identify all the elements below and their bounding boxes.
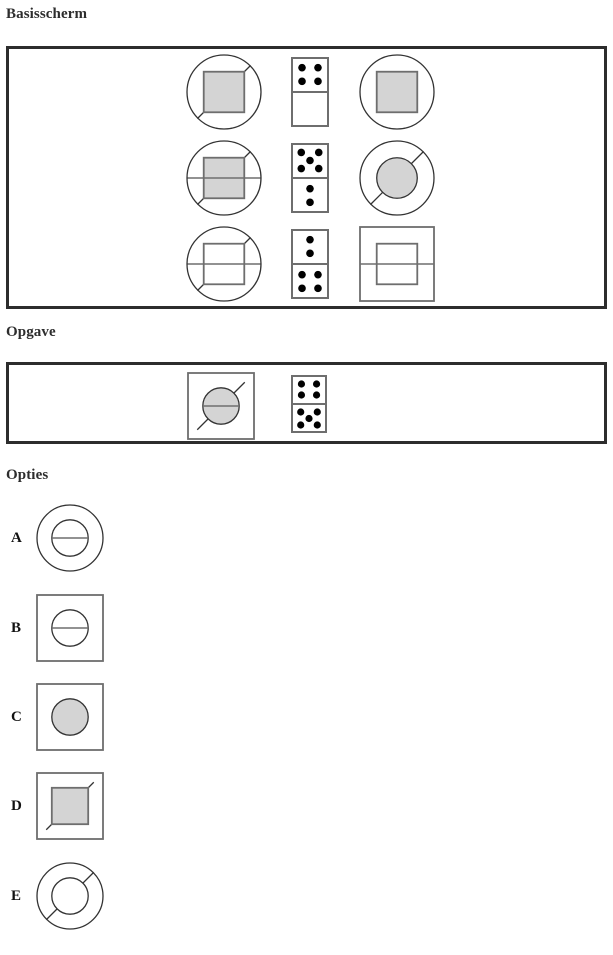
circle-with-gray-square [358,53,436,131]
square-with-white-square-split [358,225,436,303]
option-label-a: A [11,530,22,546]
option-square-with-gray-circle[interactable] [35,682,105,757]
option-row-a[interactable]: A [0,503,140,573]
option-square-with-gray-square-diagonal[interactable] [35,771,105,846]
base-screen-panel [6,46,607,309]
domino-4-5 [291,375,327,433]
option-row-d[interactable]: D [0,771,140,841]
page-title-opgave: Opgave [6,324,56,340]
circle-with-white-square-split-diagonal [185,225,263,303]
option-label-e: E [11,888,22,904]
option-label-c: C [11,709,22,725]
domino-4-0 [291,57,329,127]
circle-with-gray-square-diagonal [185,53,263,131]
page-title-opties: Opties [6,467,49,483]
option-row-b[interactable]: B [0,593,140,663]
option-square-with-circle-split[interactable] [35,593,105,668]
page-title-basisscherm: Basisscherm [6,6,88,22]
option-row-c[interactable]: C [0,682,140,752]
domino-2-4 [291,229,329,299]
circle-with-gray-square-diagonal-horizontal [185,139,263,217]
option-label-d: D [11,798,22,814]
option-label-b: B [11,620,22,636]
domino-5-2 [291,143,329,213]
square-with-gray-circle-split-diagonal [186,371,256,441]
option-circle-with-circle-split[interactable] [35,503,105,578]
task-panel [6,362,607,444]
option-row-e[interactable]: E [0,861,140,931]
option-circle-with-circle-diagonal[interactable] [35,861,105,936]
circle-with-gray-circle-diagonal [358,139,436,217]
